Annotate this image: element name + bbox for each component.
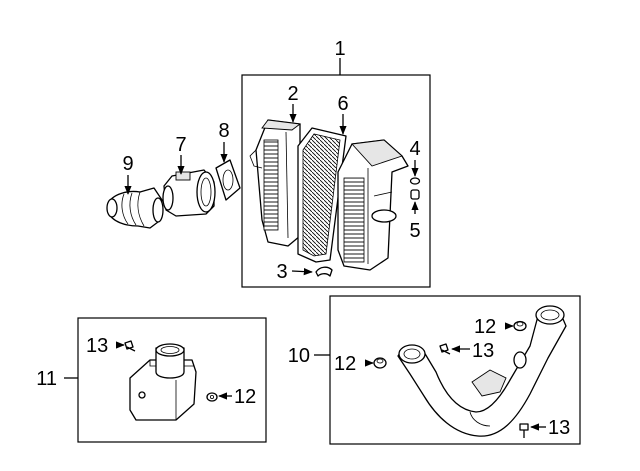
bolt-part-13-resonator: 13 [86,335,136,357]
callout-1: 1 [334,38,345,60]
callout-4: 4 [409,138,420,160]
callout-9: 9 [122,153,133,175]
callout-7: 7 [175,134,186,156]
nut-part-12-resonator: 12 [206,386,256,408]
callout-6: 6 [337,93,348,115]
callout-12-resonator: 12 [234,386,256,408]
resonator [129,343,197,421]
intake-boot-part-9: 9 [106,153,164,229]
air-cleaner-assembly-box: 1 [241,38,431,288]
airflow-housing-part-7: 7 [162,134,216,217]
intake-duct-box: 10 [288,295,581,445]
bolt-part-13-duct-mid: 13 [439,340,494,362]
resonator-box: 11 [36,317,267,443]
callout-2: 2 [287,83,298,105]
nut-part-12-duct-top: 12 [474,316,527,338]
callout-13-duct-mid: 13 [472,340,494,362]
bolt-part-13-duct-bottom: 13 [519,417,570,439]
callout-8: 8 [218,120,229,142]
callout-10: 10 [288,345,310,367]
nut-part-12-duct-left: 12 [334,353,387,375]
callout-12-duct-left: 12 [334,353,356,375]
callout-13-resonator: 13 [86,335,108,357]
upper-housing [337,139,409,271]
gasket-part-8: 8 [215,120,241,201]
grommet-part-4: 4 [409,138,421,185]
intake-duct [397,305,567,437]
spacer-part-5: 5 [409,189,421,242]
callout-13-duct-bottom: 13 [548,417,570,439]
clip-part-3: 3 [276,261,333,283]
callout-5: 5 [409,220,420,242]
filter-element: 6 [297,93,349,263]
callout-3: 3 [276,261,287,283]
lower-housing: 2 [249,83,302,247]
callout-11: 11 [36,368,57,390]
callout-12-duct-top: 12 [474,316,496,338]
